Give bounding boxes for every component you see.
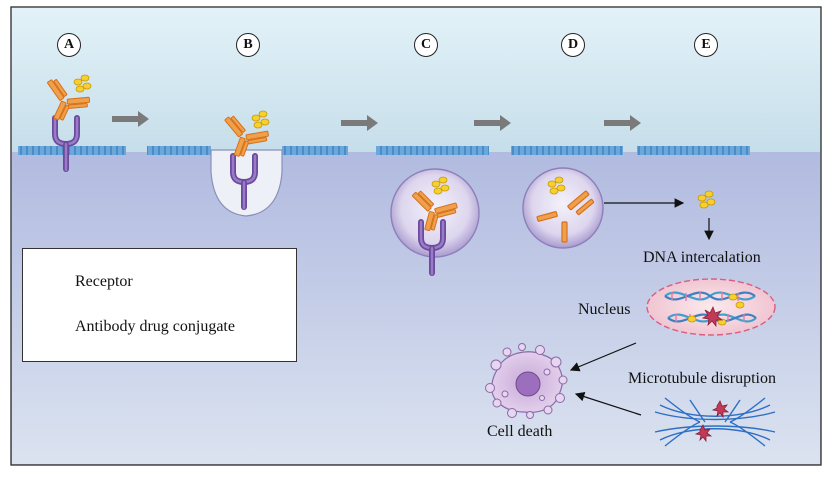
step-marker-e: E [694, 33, 718, 57]
step-e-drug-release [697, 190, 716, 241]
nucleus-label: Nucleus [578, 301, 631, 318]
cell-death-label: Cell death [487, 423, 553, 440]
dying-cell [485, 343, 568, 419]
legend-adc-label: Antibody drug conjugate [75, 318, 235, 335]
drug-burst-bottom [694, 424, 713, 443]
legend-box [22, 248, 297, 362]
step-d-lysosome [522, 167, 685, 249]
step-marker-b: B [236, 33, 260, 57]
drug-burst-top [711, 400, 730, 419]
step-marker-c: C [414, 33, 438, 57]
arrow-microtubule-to-death [574, 392, 642, 416]
step-arrows [112, 111, 641, 131]
microtubule-disruption-label: Microtubule disruption [628, 370, 776, 387]
step-c-endosome [390, 168, 480, 276]
step-marker-a: A [57, 33, 81, 57]
nucleus [646, 278, 776, 336]
dna-intercalation-label: DNA intercalation [643, 249, 761, 266]
arrow-nucleus-to-death [569, 342, 637, 372]
microtubule [654, 397, 776, 447]
legend-receptor-label: Receptor [75, 273, 133, 290]
step-b-endocytosis [210, 110, 283, 217]
cell-membrane [18, 146, 750, 155]
step-marker-d: D [561, 33, 585, 57]
